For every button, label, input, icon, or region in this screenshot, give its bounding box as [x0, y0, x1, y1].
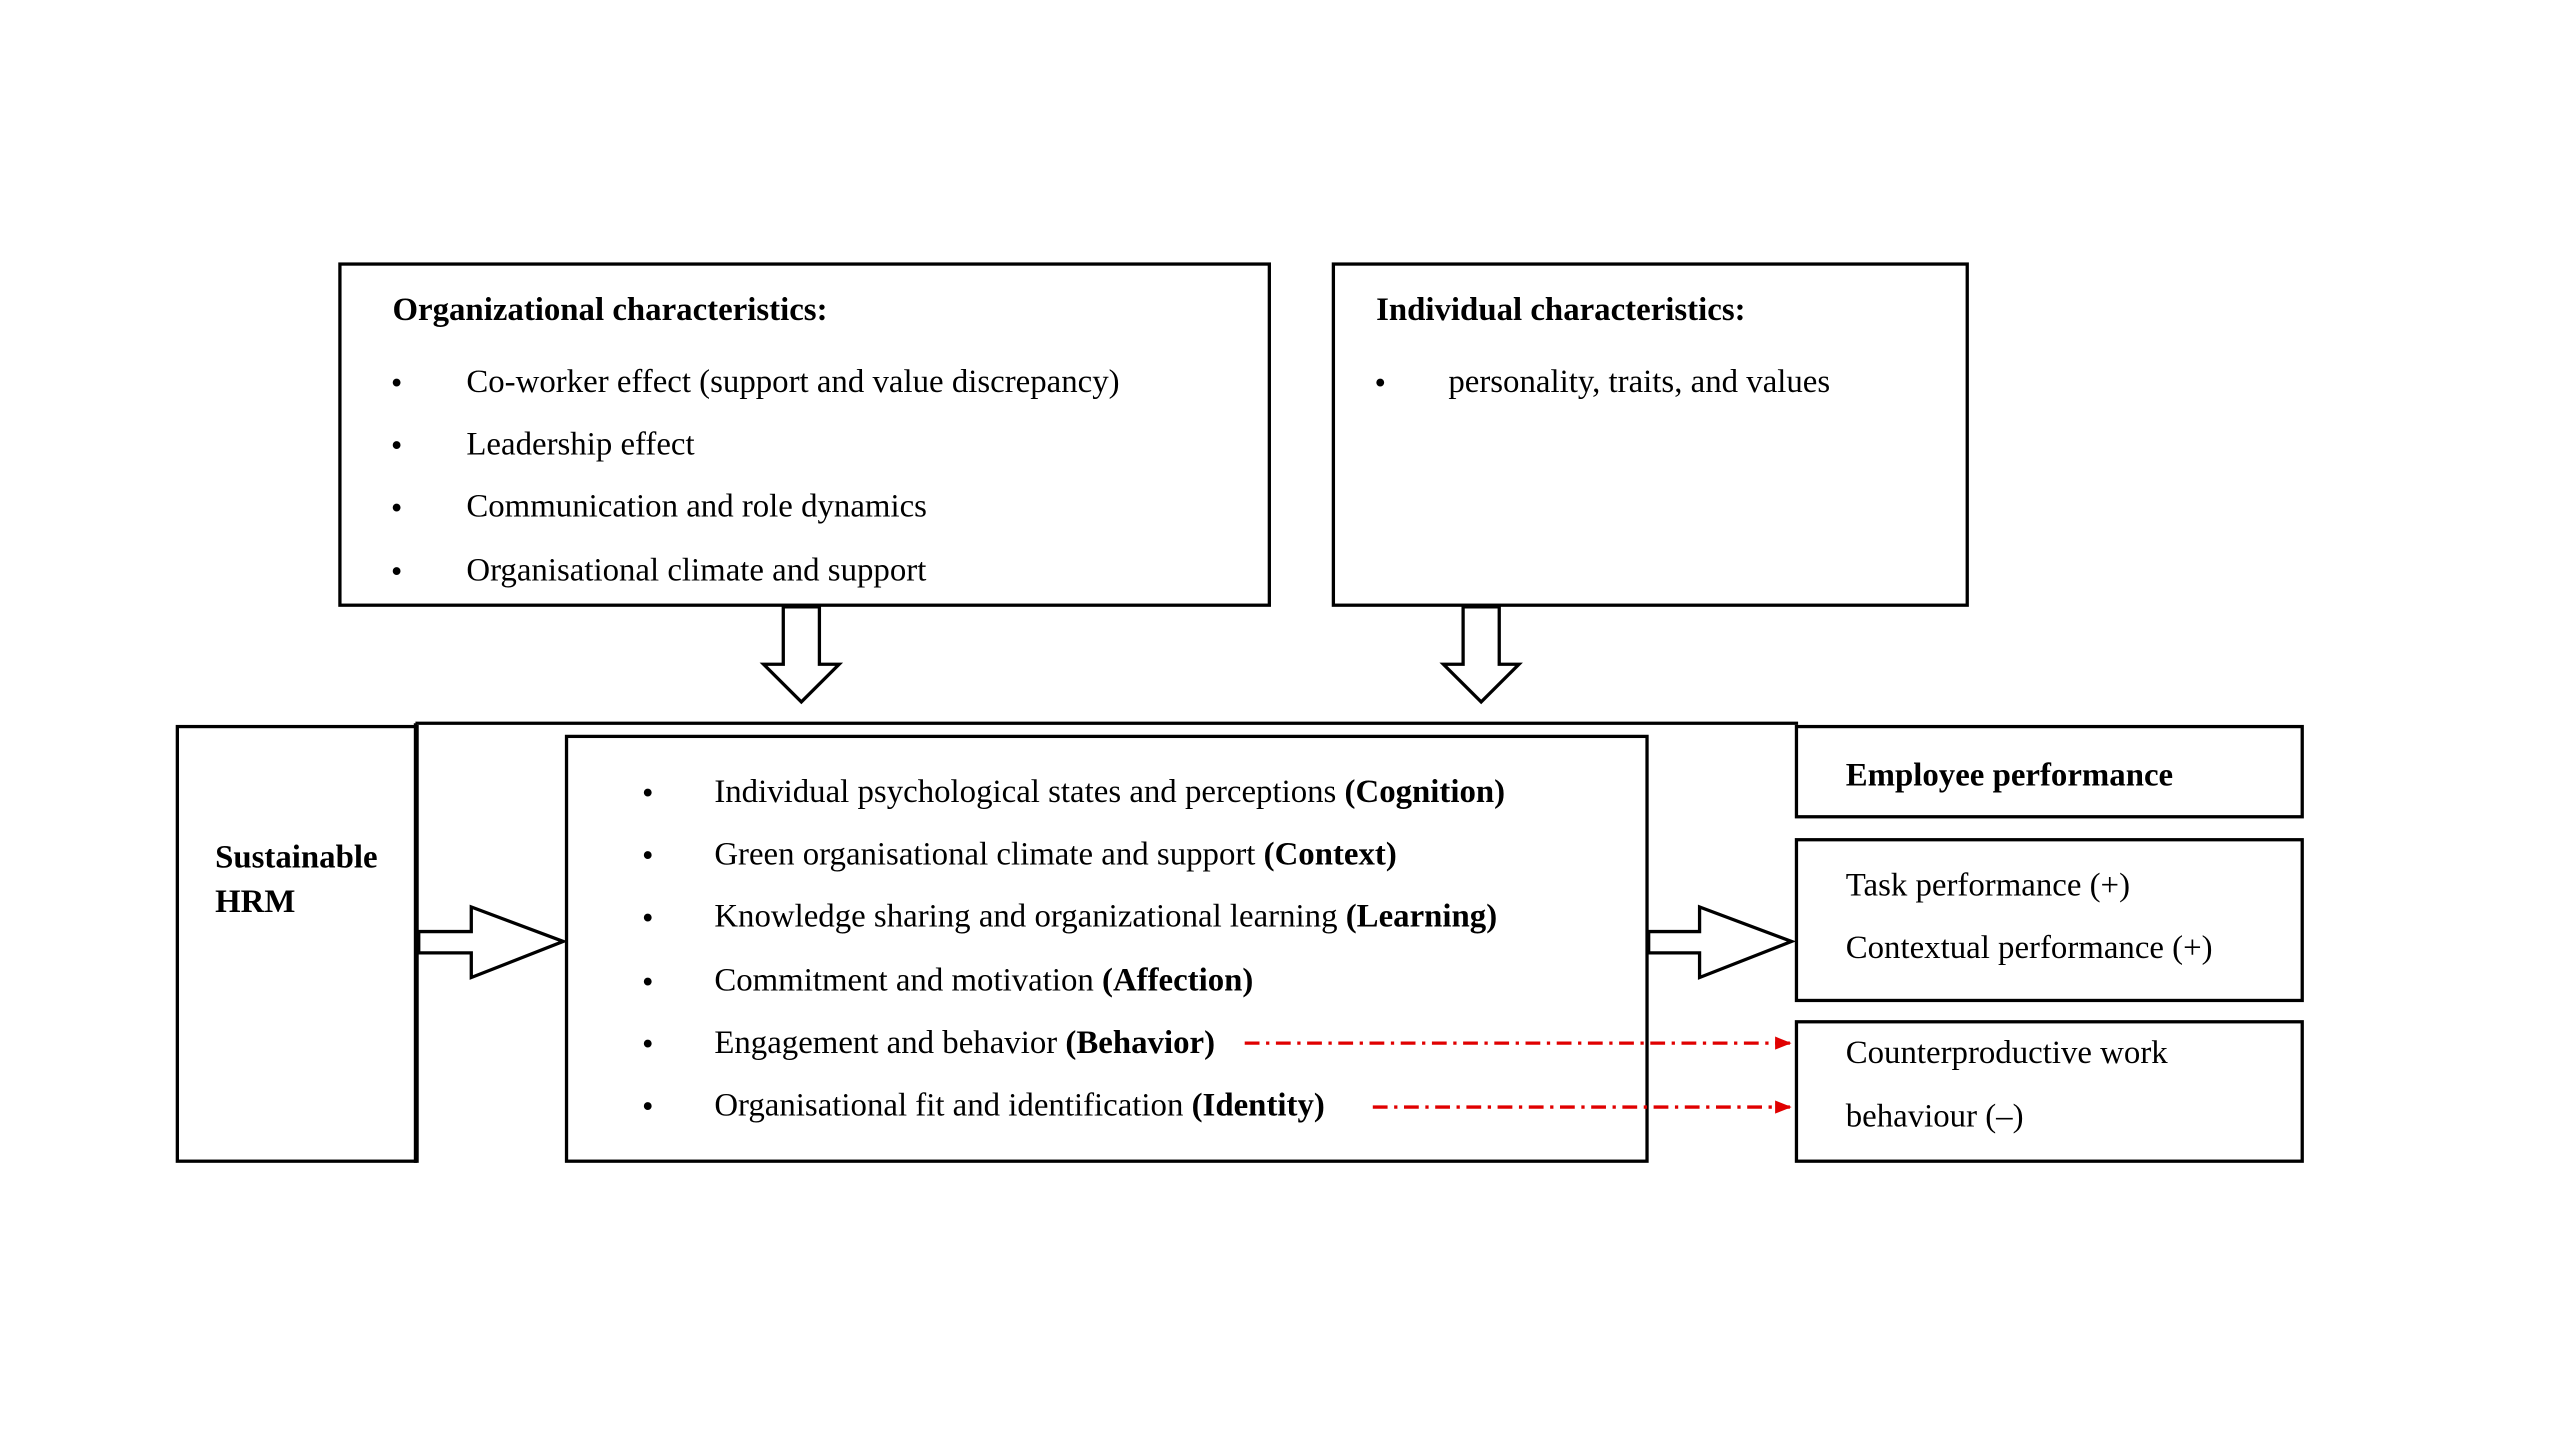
- mechanism-affection: Commitment and motivation (Affection): [714, 962, 1254, 999]
- right-arrow-performance: [1647, 904, 1797, 980]
- bullet: •: [642, 775, 654, 812]
- mechanism-learning: Knowledge sharing and organizational lea…: [714, 898, 1498, 935]
- bullet: •: [642, 1026, 654, 1063]
- bullet: •: [390, 365, 403, 402]
- sustainable-hrm-label-line2: HRM: [215, 884, 296, 921]
- employee-performance-title: Employee performance: [1845, 757, 2174, 794]
- down-arrow-individual: [1439, 605, 1523, 705]
- mechanism-identity: Organisational fit and identification (I…: [714, 1087, 1325, 1124]
- mechanism-context: Green organisational climate and support…: [714, 836, 1397, 873]
- right-arrow-hrm: [417, 904, 568, 980]
- bullet: •: [642, 838, 654, 875]
- individual-item: personality, traits, and values: [1448, 364, 1831, 401]
- down-arrow-organizational: [759, 605, 844, 705]
- sustainable-hrm-label-line1: Sustainable: [215, 839, 378, 876]
- org-item: Organisational climate and support: [466, 552, 927, 589]
- org-item: Communication and role dynamics: [466, 488, 927, 525]
- mechanism-behavior: Engagement and behavior (Behavior): [714, 1025, 1215, 1062]
- individual-characteristics-title: Individual characteristics:: [1376, 291, 1746, 329]
- employee-performance-box: [1794, 724, 2304, 819]
- task-performance: Task performance (+): [1845, 867, 2131, 904]
- bullet: •: [642, 900, 654, 937]
- counterproductive-line1: Counterproductive work: [1845, 1034, 2168, 1071]
- positive-performance-box: [1794, 838, 2304, 1003]
- counterproductive-box: [1794, 1020, 2304, 1163]
- counterproductive-line2: behaviour (–): [1845, 1098, 2024, 1135]
- contextual-performance: Contextual performance (+): [1845, 929, 2213, 967]
- organizational-characteristics-title: Organizational characteristics:: [392, 291, 828, 329]
- bullet: •: [642, 1089, 654, 1126]
- org-item: Leadership effect: [466, 426, 695, 463]
- bullet: •: [1374, 365, 1386, 402]
- mechanisms-box: [564, 734, 1649, 1163]
- bullet: •: [390, 490, 403, 527]
- bullet: •: [642, 964, 654, 1001]
- organizational-characteristics-box: [338, 262, 1271, 607]
- org-item: Co-worker effect (support and value disc…: [466, 364, 1120, 401]
- individual-characteristics-box: [1331, 262, 1969, 607]
- mechanism-cognition: Individual psychological states and perc…: [714, 774, 1506, 811]
- bullet: •: [390, 554, 403, 591]
- bullet: •: [390, 428, 403, 465]
